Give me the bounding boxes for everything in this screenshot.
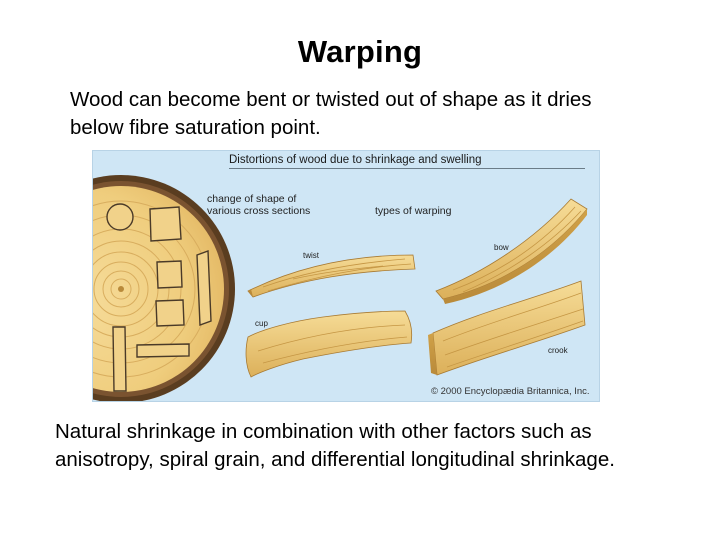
- conclusion-text: Natural shrinkage in combination with ot…: [55, 418, 695, 474]
- copyright-notice: © 2000 Encyclopædia Britannica, Inc.: [431, 386, 590, 397]
- cross-section-label: change of shape of various cross section…: [207, 193, 327, 217]
- warping-figure: Distortions of wood due to shrinkage and…: [92, 150, 600, 402]
- cup-board: [246, 311, 412, 377]
- crook-label: crook: [548, 346, 568, 355]
- bow-label: bow: [494, 243, 509, 252]
- twist-board: [248, 255, 415, 297]
- warping-types-label: types of warping: [375, 205, 451, 217]
- cup-label: cup: [255, 319, 268, 328]
- slide-title: Warping: [0, 34, 720, 70]
- twist-label: twist: [303, 251, 319, 260]
- intro-text: Wood can become bent or twisted out of s…: [70, 86, 630, 142]
- figure-title: Distortions of wood due to shrinkage and…: [229, 154, 585, 169]
- wood-illustration: [93, 151, 600, 402]
